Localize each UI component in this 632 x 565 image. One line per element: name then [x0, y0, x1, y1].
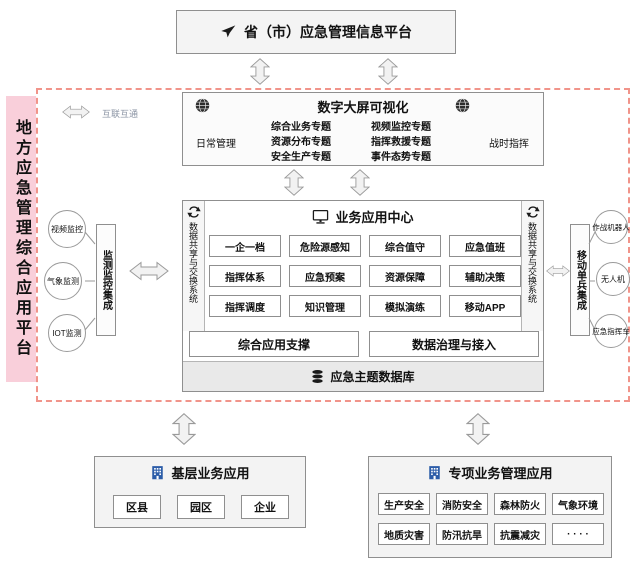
viz-mode-daily: 日常管理	[196, 138, 236, 150]
special-title: 专项业务管理应用	[448, 466, 553, 481]
viz-topics-right: 视频监控专题 指挥救援专题 事件态势专题	[355, 120, 447, 165]
business-center-header: 业务应用中心	[183, 207, 543, 226]
special-chip: 防汛抗旱	[436, 523, 488, 545]
viz-topics-left: 综合业务专题 资源分布专题 安全生产专题	[255, 120, 347, 165]
platform-title-vertical: 地方应急管理综合应用平台	[6, 96, 36, 382]
module-chip: 指挥调度	[209, 295, 281, 317]
viz-topic: 视频监控专题	[371, 122, 431, 133]
mobile-node: 应急指挥车	[592, 314, 630, 348]
monitoring-node: 气象监测	[44, 262, 82, 300]
special-chip: 抗震减灾	[494, 523, 546, 545]
grassroots-chip: 园区	[177, 495, 225, 519]
module-chip: 应急预案	[289, 265, 361, 287]
special-chip: 气象环境	[552, 493, 604, 515]
grassroots-box: 基层业务应用 区县 园区 企业	[94, 456, 306, 528]
double-arrow-vertical-icon	[466, 406, 490, 452]
business-center-title: 业务应用中心	[335, 210, 414, 225]
module-chip: 资源保障	[369, 265, 441, 287]
module-chip: 综合值守	[369, 235, 441, 257]
viz-topic: 综合业务专题	[271, 122, 331, 133]
platform-boundary	[36, 88, 630, 402]
special-chip: 消防安全	[436, 493, 488, 515]
module-chip: 辅助决策	[449, 265, 521, 287]
grassroots-title: 基层业务应用	[171, 466, 250, 481]
viz-topic: 指挥救援专题	[371, 137, 431, 148]
viz-mode-wartime: 战时指挥	[489, 138, 529, 150]
monitoring-node: IOT监测	[48, 314, 86, 352]
interconnect-label: 互联互通	[102, 109, 139, 119]
double-arrow-vertical-icon	[250, 57, 270, 86]
database-label: 应急主题数据库	[330, 370, 415, 384]
database-band: 应急主题数据库	[183, 361, 543, 391]
double-arrow-vertical-icon	[172, 406, 196, 452]
monitoring-integration-bar: 监测监控集成	[96, 224, 116, 336]
special-box: 专项业务管理应用 生产安全 消防安全 森林防火 气象环境 地质灾害 防汛抗旱 抗…	[368, 456, 612, 558]
monitoring-node: 视频监控	[48, 210, 86, 248]
connector-lines	[588, 231, 596, 331]
provincial-platform-title: 省（市）应急管理信息平台	[244, 24, 412, 40]
special-header: 专项业务管理应用	[369, 463, 611, 482]
exchange-label-left: 数据共享与交换系统	[188, 222, 198, 303]
grassroots-chip: 企业	[241, 495, 289, 519]
monitor-icon	[312, 209, 329, 225]
double-arrow-vertical-icon	[378, 57, 398, 86]
mobile-node: 无人机	[596, 262, 630, 296]
special-chip: · · · ·	[552, 523, 604, 545]
building-icon	[427, 465, 442, 480]
mobile-integration-bar: 移动单兵集成	[570, 224, 590, 336]
business-center-box: 数据共享与交换系统 数据共享与交换系统 业务应用中心 一企一档 危险源感知 综合…	[182, 200, 544, 392]
exchange-label-right: 数据共享与交换系统	[527, 222, 537, 303]
interconnect-arrow-icon	[56, 105, 96, 119]
viz-topic: 安全生产专题	[271, 152, 331, 163]
module-chip: 模拟演练	[369, 295, 441, 317]
double-arrow-horizontal-icon	[546, 261, 570, 281]
visualization-title: 数字大屏可视化	[317, 100, 409, 115]
module-chip: 一企一档	[209, 235, 281, 257]
special-chip: 生产安全	[378, 493, 430, 515]
grassroots-chip: 区县	[113, 495, 161, 519]
exchange-strip-right: 数据共享与交换系统	[521, 201, 543, 331]
double-arrow-horizontal-icon	[120, 261, 178, 281]
module-chip: 危险源感知	[289, 235, 361, 257]
globe-icon	[455, 98, 470, 113]
special-chip: 森林防火	[494, 493, 546, 515]
module-chip: 知识管理	[289, 295, 361, 317]
provincial-platform-box: 省（市）应急管理信息平台	[176, 10, 456, 54]
support-cell: 综合应用支撑	[189, 331, 359, 357]
module-chip: 应急值班	[449, 235, 521, 257]
module-chip: 指挥体系	[209, 265, 281, 287]
building-icon	[150, 465, 165, 480]
database-icon	[311, 369, 324, 384]
module-chip: 移动APP	[449, 295, 521, 317]
exchange-strip-left: 数据共享与交换系统	[183, 201, 205, 331]
visualization-box: 数字大屏可视化 日常管理 综合业务专题 资源分布专题 安全生产专题 视频监控专题…	[182, 92, 544, 166]
viz-topic: 资源分布专题	[271, 137, 331, 148]
monitoring-integration-label: 监测监控集成	[100, 250, 112, 310]
mobile-node: 作战机器人	[592, 210, 630, 244]
double-arrow-vertical-icon	[350, 168, 370, 197]
grassroots-header: 基层业务应用	[95, 463, 305, 482]
double-arrow-vertical-icon	[284, 168, 304, 197]
special-chip: 地质灾害	[378, 523, 430, 545]
connector-lines	[84, 231, 96, 331]
mobile-integration-label: 移动单兵集成	[574, 250, 586, 310]
governance-cell: 数据治理与接入	[369, 331, 539, 357]
viz-topic: 事件态势专题	[371, 152, 431, 163]
paper-plane-icon	[220, 24, 236, 40]
